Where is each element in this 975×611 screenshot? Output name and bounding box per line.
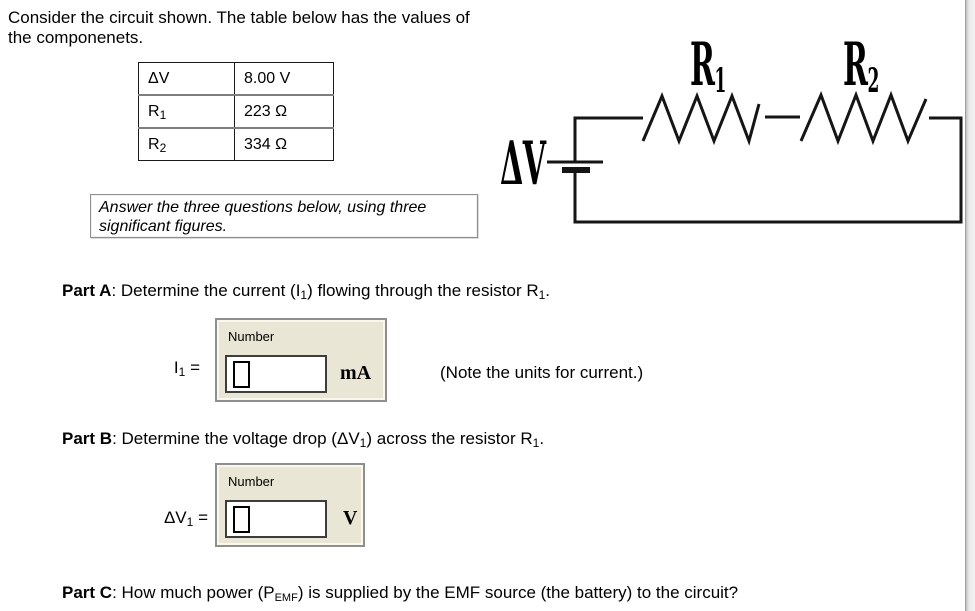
part-a-answer-input[interactable] xyxy=(225,355,327,393)
part-a-answer-widget: Number mA xyxy=(215,318,387,402)
scrollbar-track[interactable] xyxy=(965,0,975,611)
empty-character-box xyxy=(233,361,250,388)
table-cell-symbol: R1 xyxy=(138,94,235,128)
part-a-question: Part A: Determine the current (I1) flowi… xyxy=(62,281,551,302)
table-cell-symbol: ΔV xyxy=(138,62,235,95)
wire-top-left xyxy=(573,116,643,162)
resistor-r1 xyxy=(641,91,761,146)
part-b-answer-input[interactable] xyxy=(225,500,327,538)
empty-character-box xyxy=(233,506,250,533)
table-cell-value: 223 Ω xyxy=(234,94,334,128)
battery-voltage-label: ΔV xyxy=(500,129,546,199)
number-caption: Number xyxy=(228,474,275,489)
number-caption: Number xyxy=(228,329,275,344)
intro-text: Consider the circuit shown. The table be… xyxy=(8,8,470,47)
part-a-note: (Note the units for current.) xyxy=(440,363,644,382)
unit-v: V xyxy=(343,507,358,529)
part-b-answer-label: ΔV1 = xyxy=(163,508,208,529)
circuit-diagram: R1 R2 ΔV xyxy=(495,15,975,230)
part-b-answer-widget: Number V xyxy=(215,463,365,547)
wire-right-bottom xyxy=(573,116,963,224)
resistor-r1-label: R1 xyxy=(690,30,726,101)
unit-ma: mA xyxy=(340,362,372,384)
table-row: R2 334 Ω xyxy=(138,127,334,161)
table-row: R1 223 Ω xyxy=(138,94,334,128)
table-cell-symbol: R2 xyxy=(138,127,235,161)
table-row: ΔV 8.00 V xyxy=(138,62,334,95)
part-a-answer-label: I1 = xyxy=(173,358,200,379)
part-c-question: Part C: How much power (PEMF) is supplie… xyxy=(62,583,739,604)
part-b-question: Part B: Determine the voltage drop (ΔV1)… xyxy=(62,429,545,450)
table-cell-value: 8.00 V xyxy=(244,69,291,87)
resistor-r2 xyxy=(799,90,928,146)
circuit-svg xyxy=(547,90,963,224)
instruction-box: Answer the three questions below, using … xyxy=(90,194,478,238)
table-cell-value: 334 Ω xyxy=(234,127,334,161)
component-values-table: ΔV 8.00 V R1 223 Ω R2 334 Ω xyxy=(138,62,334,161)
resistor-r2-label: R2 xyxy=(843,30,879,101)
